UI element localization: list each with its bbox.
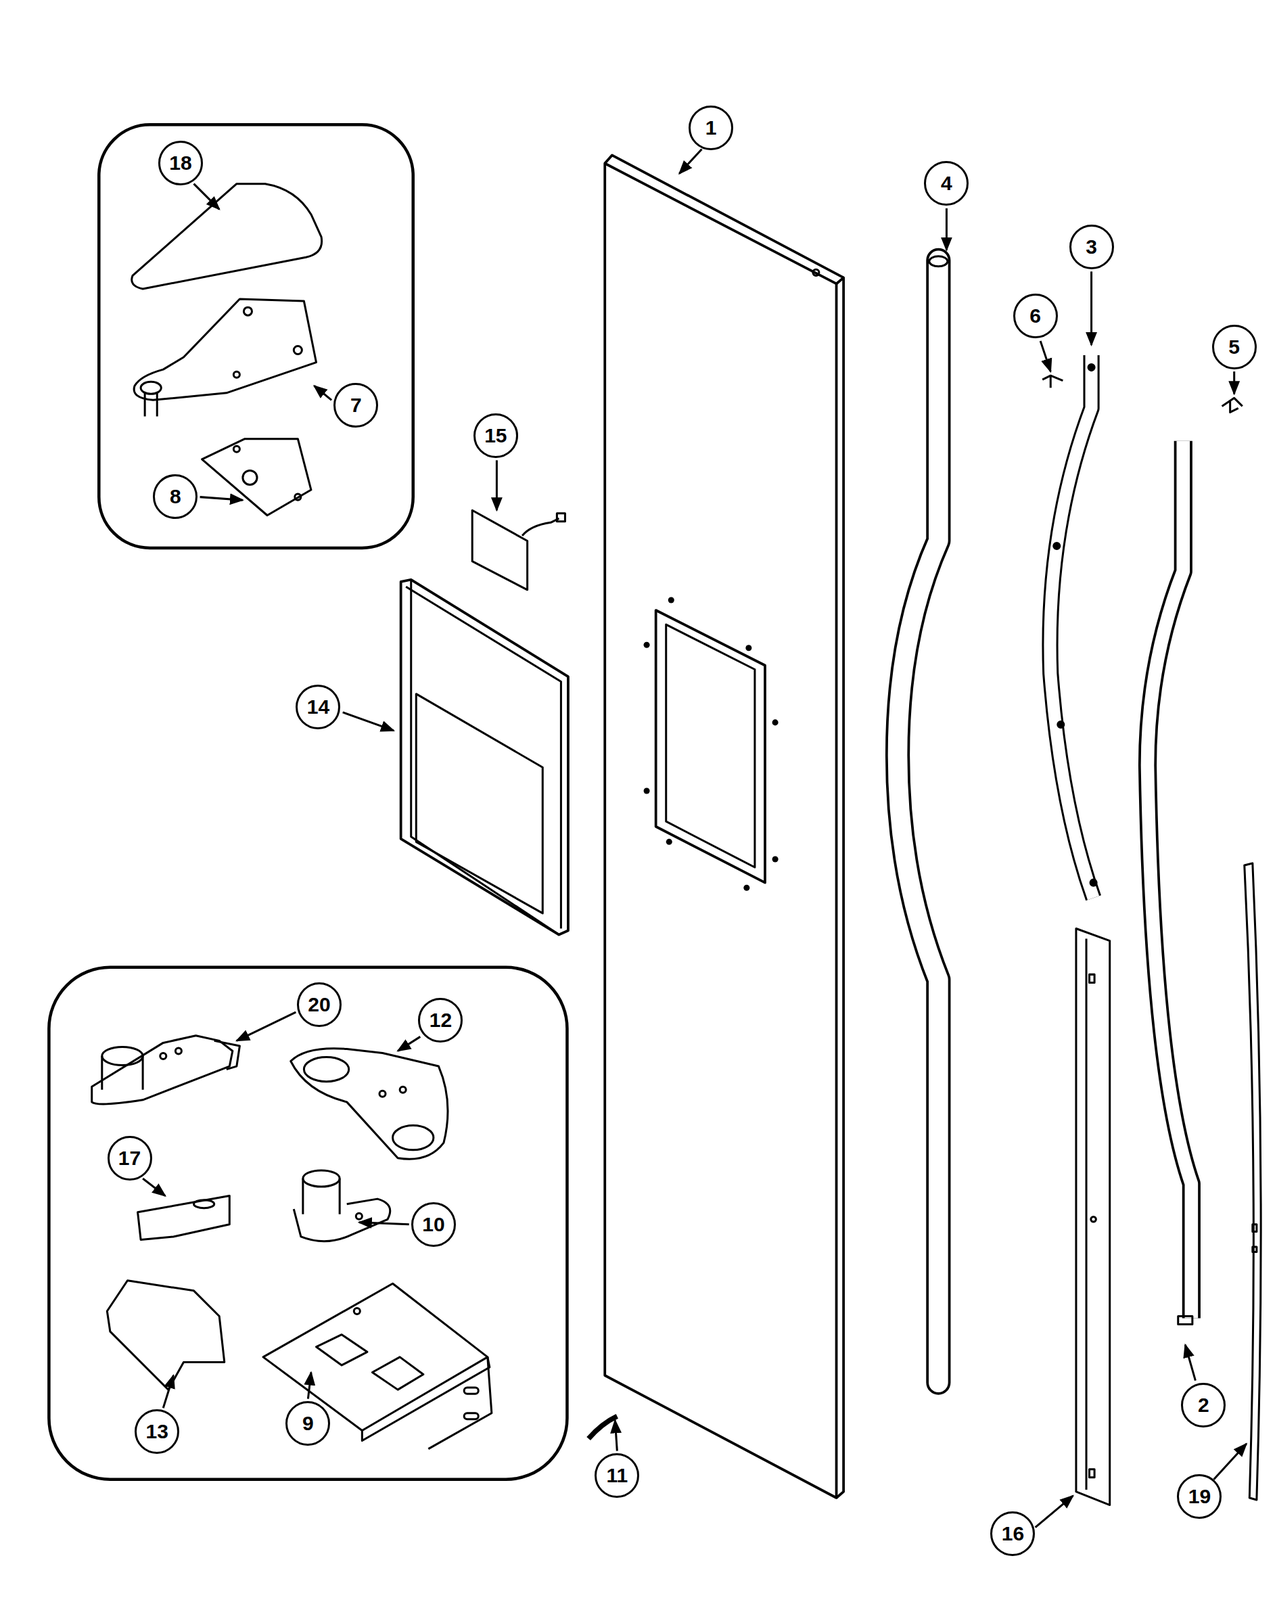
- hinge-pin: [91, 1035, 241, 1104]
- handle-bracket: [1049, 355, 1094, 898]
- callout-number: 7: [333, 382, 379, 428]
- callout-number: 17: [107, 1135, 153, 1181]
- callout-number: 6: [1013, 293, 1058, 339]
- dispenser-frame: [401, 579, 569, 935]
- switch-box: [472, 510, 527, 590]
- callout-number: 12: [418, 997, 463, 1043]
- trim-strip: [1244, 863, 1261, 1500]
- callout-number: 15: [473, 413, 519, 458]
- inset-frame: [48, 967, 567, 1480]
- hinge-bracket: [263, 1283, 492, 1449]
- callout-number: 4: [923, 160, 969, 206]
- hinge-cover: [106, 1280, 224, 1390]
- callout-number: 13: [134, 1408, 180, 1454]
- inset-frame: [98, 124, 413, 548]
- callout-number: 11: [594, 1452, 640, 1498]
- shim-plate: [202, 438, 312, 516]
- screw: [1042, 375, 1063, 388]
- screw: [1222, 397, 1243, 412]
- trim-strip: [1076, 928, 1110, 1505]
- callout-number: 8: [152, 474, 198, 519]
- callout-number: 16: [990, 1511, 1035, 1556]
- bracket: [137, 1195, 230, 1240]
- hinge-plate: [133, 298, 316, 400]
- hinge-pin: [293, 1170, 390, 1242]
- callout-number: 1: [688, 105, 734, 151]
- callout-number: 19: [1176, 1473, 1222, 1519]
- callout-number: 18: [158, 140, 203, 186]
- callout-number: 20: [296, 982, 342, 1027]
- callout-number: 10: [411, 1201, 456, 1247]
- door-trim: [1147, 441, 1192, 1319]
- callout-number: 9: [285, 1400, 331, 1446]
- callout-number: 2: [1180, 1382, 1226, 1428]
- hinge-spacer: [290, 1048, 448, 1160]
- door-handle: [897, 260, 939, 1383]
- leader-lines: [142, 148, 1247, 1527]
- callout-number: 14: [295, 684, 341, 730]
- door-panel: [604, 163, 837, 1498]
- callout-number: 5: [1212, 324, 1257, 370]
- hinge-cover: [131, 183, 322, 289]
- callout-number: 3: [1069, 224, 1115, 270]
